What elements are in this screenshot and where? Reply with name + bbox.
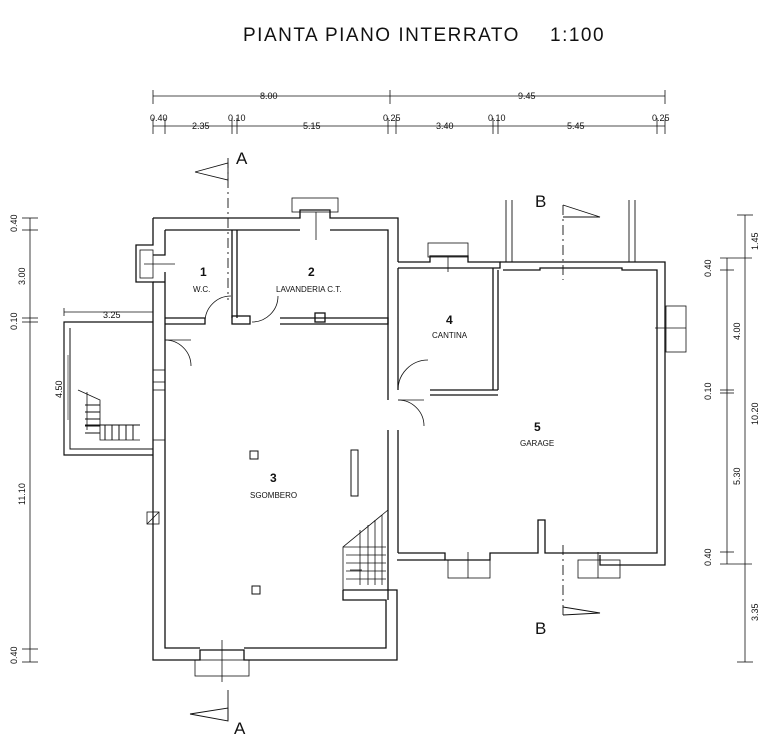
dim-left-2: 3.00 bbox=[17, 267, 27, 285]
dim-top-8: 5.45 bbox=[567, 121, 585, 131]
dim-top-overall-1: 8.00 bbox=[260, 91, 278, 101]
room-2-name: LAVANDERIA C.T. bbox=[276, 285, 342, 294]
section-a-top-label: A bbox=[236, 149, 248, 168]
plan-scale: 1:100 bbox=[550, 25, 605, 46]
room-4-number: 4 bbox=[446, 313, 453, 327]
dim-right-outer-2: 10.20 bbox=[750, 402, 760, 425]
dim-top-4: 5.15 bbox=[303, 121, 321, 131]
dim-stair-height: 4.50 bbox=[54, 380, 64, 398]
top-overall-dimension bbox=[152, 90, 666, 104]
dim-left-1: 0.40 bbox=[9, 214, 19, 232]
section-a-bottom-label: A bbox=[234, 719, 246, 737]
dim-top-2: 2.35 bbox=[192, 121, 210, 131]
room-3-number: 3 bbox=[270, 471, 277, 485]
dim-top-3: 0.10 bbox=[228, 113, 246, 123]
room-5-number: 5 bbox=[534, 420, 541, 434]
columns bbox=[249, 449, 359, 595]
left-dimension bbox=[22, 217, 38, 663]
dim-left-4: 11.10 bbox=[17, 483, 27, 505]
section-b-top-label: B bbox=[535, 192, 546, 211]
dim-right-outer-3: 3.35 bbox=[750, 603, 760, 621]
dim-top-5: 0.25 bbox=[383, 113, 401, 123]
dim-top-overall-2: 9.45 bbox=[518, 91, 536, 101]
dim-stair-width: 3.25 bbox=[103, 310, 121, 320]
dim-right-5: 0.40 bbox=[703, 548, 713, 566]
dim-left-5: 0.40 bbox=[9, 646, 19, 664]
plan-title: PIANTA PIANO INTERRATO bbox=[243, 25, 520, 46]
window-left bbox=[139, 249, 175, 279]
right-dimension bbox=[720, 214, 753, 663]
interior-partitions bbox=[165, 230, 389, 325]
section-b-bottom-label: B bbox=[535, 619, 546, 638]
dim-top-9: 0.25 bbox=[652, 113, 670, 123]
room-labels: 1 W.C. 2 LAVANDERIA C.T. 3 SGOMBERO 4 CA… bbox=[193, 265, 554, 500]
dim-left-3: 0.10 bbox=[9, 312, 19, 330]
dim-right-4: 5.30 bbox=[732, 467, 742, 485]
dim-top-6: 3.40 bbox=[436, 121, 454, 131]
dim-right-2: 4.00 bbox=[732, 322, 742, 340]
dim-top-1: 0.40 bbox=[150, 113, 168, 123]
dim-right-outer-1: 1.45 bbox=[750, 232, 760, 250]
internal-stair bbox=[342, 509, 389, 590]
room-4-name: CANTINA bbox=[432, 331, 468, 340]
doors bbox=[152, 295, 429, 441]
room-1-number: 1 bbox=[200, 265, 207, 279]
exterior-walls bbox=[135, 209, 399, 661]
garage-walls bbox=[387, 255, 666, 600]
section-line-b bbox=[505, 200, 636, 616]
section-line-a bbox=[189, 158, 229, 722]
windows bbox=[146, 197, 687, 682]
top-detail-dimension bbox=[152, 118, 666, 134]
room-5-name: GARAGE bbox=[520, 439, 554, 448]
room-3-name: SGOMBERO bbox=[250, 491, 297, 500]
room-1-name: W.C. bbox=[193, 285, 210, 294]
dim-top-7: 0.10 bbox=[488, 113, 506, 123]
dim-right-1: 0.40 bbox=[703, 259, 713, 277]
room-2-number: 2 bbox=[308, 265, 315, 279]
external-stair bbox=[63, 308, 154, 456]
dim-right-3: 0.10 bbox=[703, 382, 713, 400]
